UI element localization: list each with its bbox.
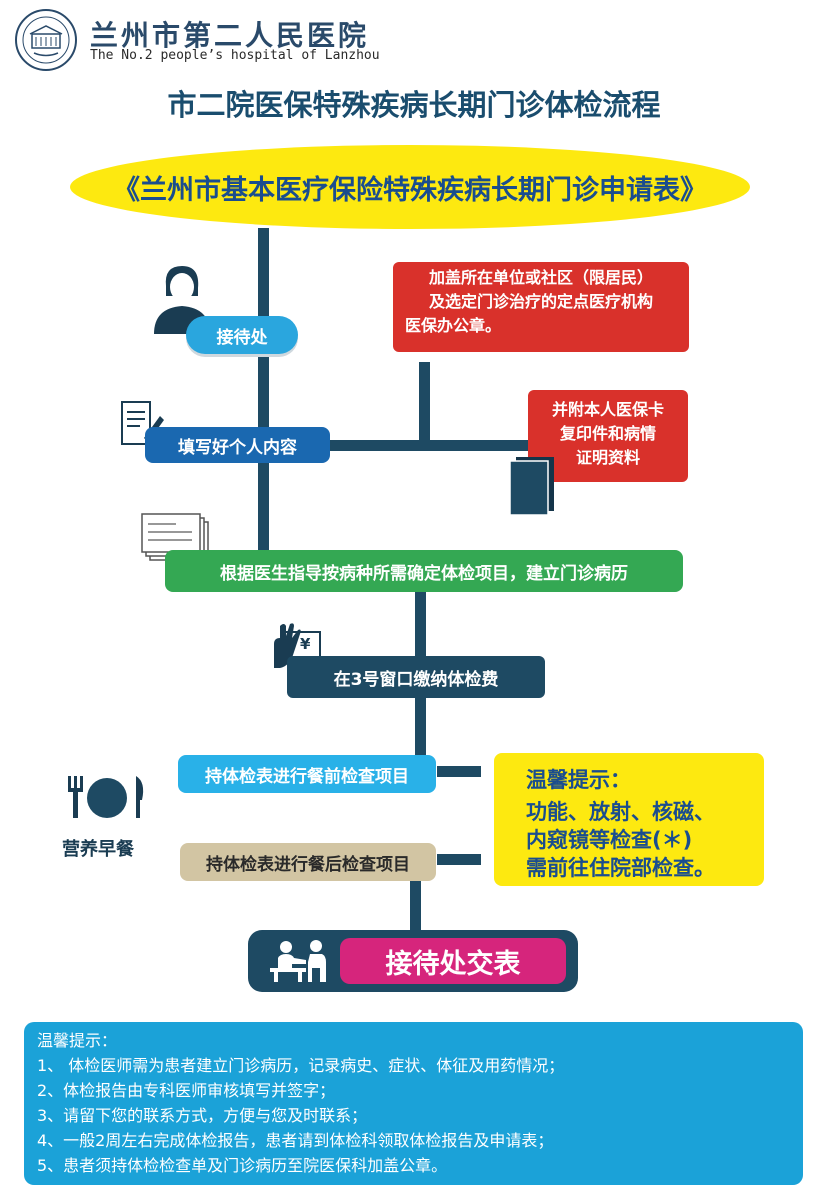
connector-form-right	[330, 440, 530, 451]
tip-line-3: 需前往住院部检查。	[526, 856, 715, 880]
breakfast-utensils-icon	[62, 772, 152, 822]
tip-line-2: 内窥镜等检查(＊)	[526, 828, 693, 852]
note-item: 4、一般2周左右完成体检报告，患者请到体检科领取体检报告及申请表；	[37, 1131, 554, 1150]
breakfast-label: 营养早餐	[62, 839, 134, 860]
hospital-name: 兰州市第二人民医院	[90, 19, 370, 52]
receptionist-icon	[150, 262, 222, 334]
connector-post-tip	[437, 854, 481, 865]
submit-form-label: 接待处交表	[340, 938, 566, 984]
notes-title: 温馨提示：	[37, 1031, 118, 1050]
stamp-line-3: 医保办公章。	[405, 316, 502, 335]
stamp-requirement-box: 加盖所在单位或社区（限居民） 及选定门诊治疗的定点医疗机构 医保办公章。	[393, 262, 689, 352]
reception-step: 接待处	[186, 316, 298, 354]
attach-documents-box: 并附本人医保卡 复印件和病情 证明资料	[528, 390, 688, 482]
pre-meal-exam-step: 持体检表进行餐前检查项目	[178, 755, 436, 793]
application-form-banner: 《兰州市基本医疗保险特殊疾病长期门诊申请表》	[70, 145, 750, 229]
exam-location-tip: 温馨提示： 功能、放射、核磁、 内窥镜等检查(＊) 需前往住院部检查。	[494, 753, 764, 886]
connector-stamp-down	[419, 362, 430, 442]
connector-main-1	[258, 228, 269, 558]
connector-main-3	[415, 695, 426, 760]
connector-main-2	[415, 592, 426, 662]
hospital-logo	[14, 8, 78, 72]
tip-title: 温馨提示：	[526, 768, 631, 792]
payment-hand-icon: ¥	[270, 622, 322, 672]
page-title: 市二院医保特殊疾病长期门诊体检流程	[167, 88, 661, 122]
tip-line-1: 功能、放射、核磁、	[526, 800, 715, 824]
payment-step: 在3号窗口缴纳体检费	[287, 656, 545, 698]
hospital-english-name: The No.2 people’s hospital of Lanzhou	[90, 48, 380, 63]
yuan-symbol: ¥	[300, 635, 311, 653]
fill-form-step: 填写好个人内容	[145, 427, 330, 463]
doctor-guidance-step: 根据医生指导按病种所需确定体检项目，建立门诊病历	[165, 550, 683, 592]
attach-line-1: 并附本人医保卡	[551, 400, 664, 419]
notes-panel: 温馨提示： 1、 体检医师需为患者建立门诊病历，记录病史、症状、体征及用药情况；…	[24, 1022, 803, 1185]
note-item: 5、患者须持体检检查单及门诊病历至院医保科加盖公章。	[37, 1156, 448, 1175]
stamp-line-1: 加盖所在单位或社区（限居民）	[428, 268, 653, 287]
note-item: 3、请留下您的联系方式，方便与您及时联系；	[37, 1106, 368, 1125]
submit-step: 接待处交表	[248, 930, 578, 992]
reception-desk-icon	[266, 938, 336, 984]
document-folder-icon	[508, 455, 558, 516]
post-meal-exam-step: 持体检表进行餐后检查项目	[180, 843, 436, 881]
note-item: 1、 体检医师需为患者建立门诊病历，记录病史、症状、体征及用药情况；	[37, 1056, 565, 1075]
connector-main-4	[410, 880, 421, 932]
stamp-line-2: 及选定门诊治疗的定点医疗机构	[428, 292, 653, 311]
connector-pre-tip	[437, 766, 481, 777]
attach-line-2: 复印件和病情	[559, 424, 656, 443]
attach-line-3: 证明资料	[575, 448, 640, 467]
note-item: 2、体检报告由专科医师审核填写并签字；	[37, 1081, 336, 1100]
